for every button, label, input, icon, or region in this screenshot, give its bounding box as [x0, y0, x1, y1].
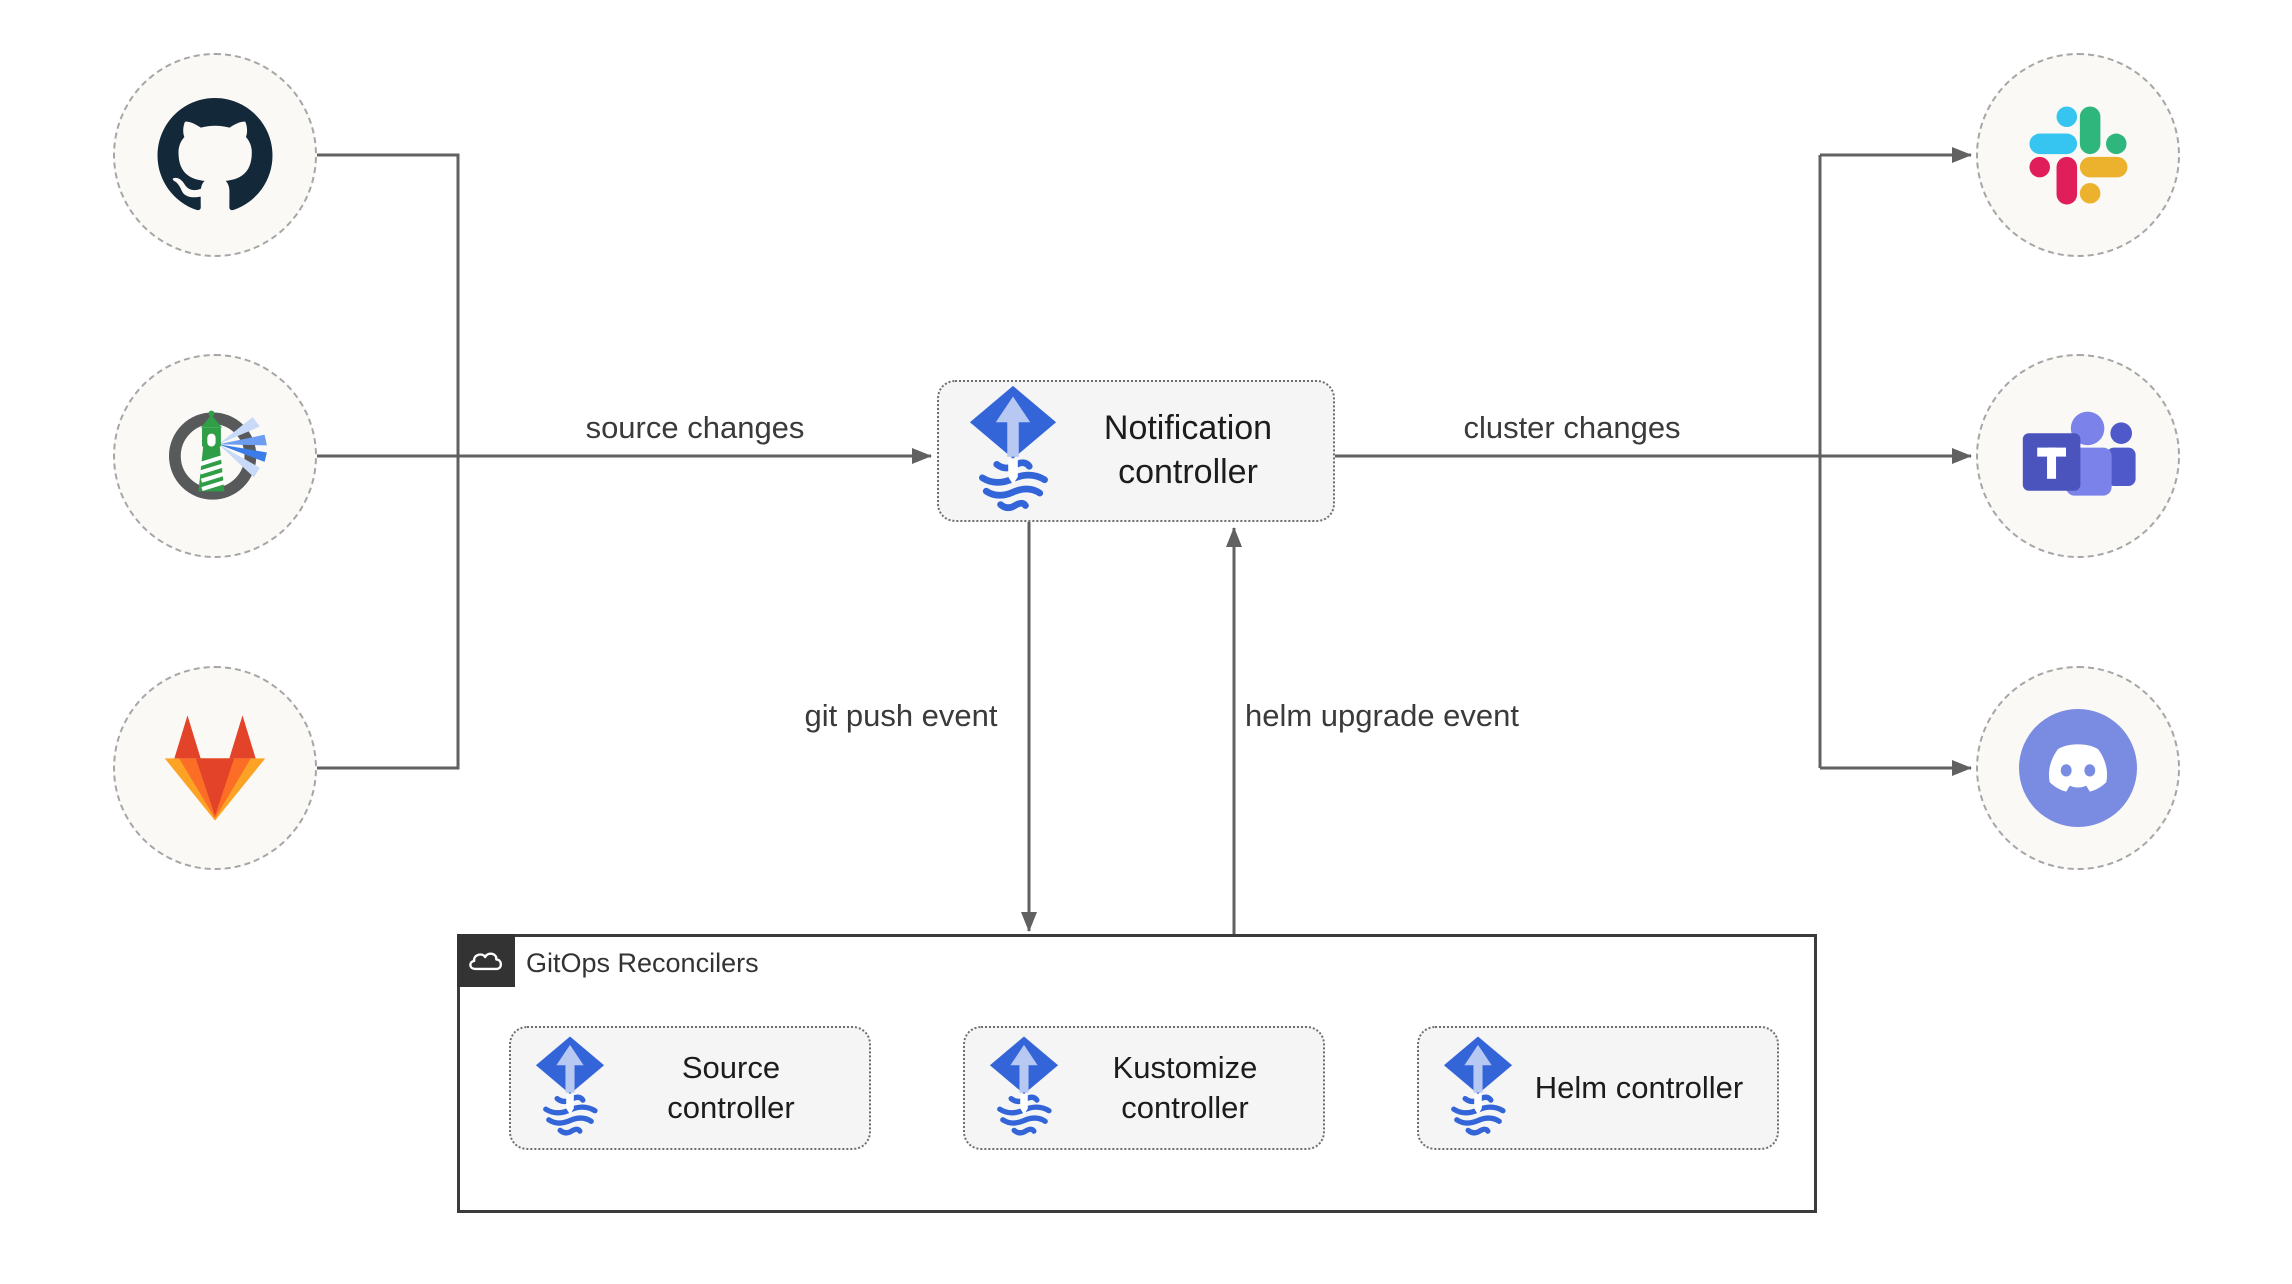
edge-label-helm-upgrade-event: helm upgrade event: [1244, 698, 1520, 733]
edge-label-git-push-event: git push event: [804, 698, 998, 733]
github-node: [113, 53, 317, 257]
slack-node: [1976, 53, 2180, 257]
flux-icon-slot: [963, 384, 1063, 518]
harbor-node: [113, 354, 317, 558]
source-controller-node: Source controller: [509, 1026, 871, 1150]
edge-label-source-changes: source changes: [585, 410, 805, 445]
gitlab-icon: [164, 715, 266, 821]
notification-controller-node: Notification controller: [937, 380, 1335, 522]
group-badge: [457, 934, 515, 987]
flux-icon: [989, 1036, 1059, 1136]
notification-controller-label: Notification controller: [1103, 409, 1273, 491]
discord-node: [1976, 666, 2180, 870]
ms-teams-node: [1976, 354, 2180, 558]
slack-icon: [2029, 106, 2128, 205]
source-controller-label: Source controller: [667, 1050, 795, 1125]
helm-controller-label: Helm controller: [1534, 1070, 1744, 1106]
kustomize-controller-label: Kustomize controller: [1112, 1050, 1258, 1125]
ms-teams-icon: [2022, 411, 2136, 496]
cloud-icon: [469, 952, 503, 970]
discord-icon: [2019, 709, 2137, 827]
flux-icon: [969, 385, 1057, 512]
harbor-icon: [168, 410, 267, 500]
flux-icon-slot: [531, 1035, 609, 1141]
kustomize-controller-node: Kustomize controller: [963, 1026, 1325, 1150]
helm-controller-node: Helm controller: [1417, 1026, 1779, 1150]
flux-icon: [1443, 1036, 1513, 1136]
flux-icon: [535, 1036, 605, 1136]
github-icon: [157, 97, 273, 210]
group-title: GitOps Reconcilers: [526, 948, 759, 978]
left-bus-line: [317, 153, 460, 770]
edge-label-cluster-changes: cluster changes: [1463, 410, 1681, 445]
gitlab-node: [113, 666, 317, 870]
flux-icon-slot: [1439, 1035, 1517, 1141]
flux-icon-slot: [985, 1035, 1063, 1141]
